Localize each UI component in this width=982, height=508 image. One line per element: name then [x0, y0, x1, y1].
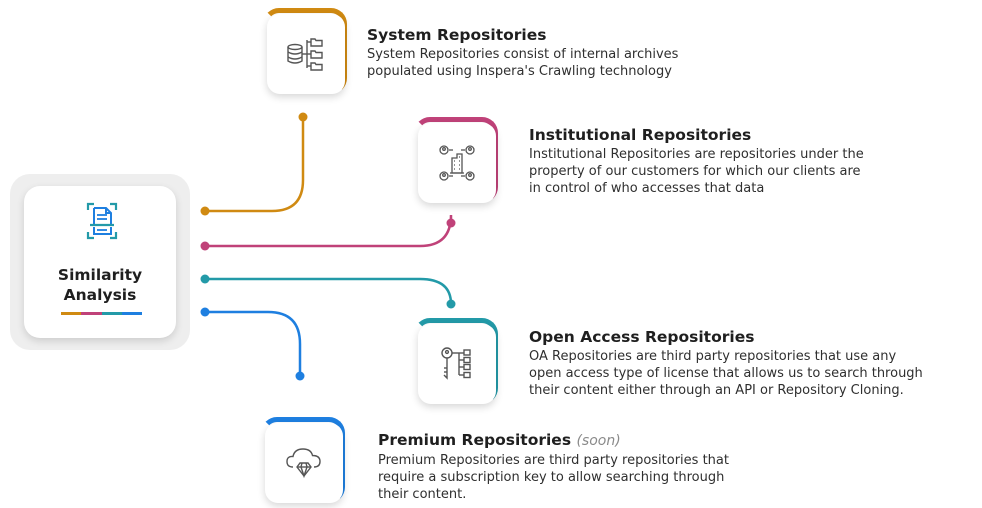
center-underline: [61, 312, 142, 315]
center-title-line1: Similarity: [57, 266, 143, 284]
premium-repositories-box-inner: [265, 423, 343, 503]
system-repositories-box-inner: [267, 14, 345, 94]
dot-premium-start: [200, 307, 210, 317]
system-repositories-title: System Repositories: [367, 26, 547, 44]
premium-repositories-title-row: Premium Repositories (soon): [378, 430, 729, 451]
institutional-repositories-box: [414, 117, 498, 203]
dot-institutional-start: [200, 241, 210, 251]
similarity-analysis-card: Similarity Analysis: [10, 174, 190, 350]
open-access-repositories-description: OA Repositories are third party reposito…: [529, 349, 923, 398]
connector-system: [205, 117, 305, 213]
premium-repositories-description: Premium Repositories are third party rep…: [378, 453, 729, 502]
premium-repositories-text: Premium Repositories (soon) Premium Repo…: [378, 430, 729, 503]
underline-segment-teal: [101, 312, 122, 315]
open-access-repositories-box: [414, 318, 498, 404]
institutional-repositories-description: Institutional Repositories are repositor…: [529, 147, 864, 196]
underline-segment-blue: [121, 312, 142, 315]
system-repositories-description: System Repositories consist of internal …: [367, 47, 679, 79]
institutional-repositories-box-inner: [418, 123, 496, 203]
premium-soon-label: (soon): [576, 433, 621, 449]
similarity-analysis-inner: Similarity Analysis: [24, 186, 176, 338]
premium-repositories-box: [261, 417, 345, 503]
connector-open-access: [205, 277, 453, 305]
connector-institutional: [205, 214, 453, 248]
key-network-icon: [441, 347, 471, 380]
institution-network-icon: [439, 145, 475, 181]
dot-premium-end: [295, 371, 305, 381]
system-repositories-text: System Repositories System Repositories …: [367, 25, 678, 80]
database-folders-icon: [287, 38, 323, 71]
dot-system-start: [200, 206, 210, 216]
open-access-repositories-text: Open Access Repositories OA Repositories…: [529, 327, 923, 399]
open-access-repositories-box-inner: [418, 324, 496, 404]
institutional-repositories-text: Institutional Repositories Institutional…: [529, 125, 864, 197]
dot-institutional-end: [446, 218, 456, 228]
document-scan-icon: [86, 202, 118, 240]
dot-open-access-end: [446, 299, 456, 309]
system-repositories-box: [263, 8, 347, 94]
cloud-diamond-icon: [286, 448, 321, 479]
premium-repositories-title: Premium Repositories: [378, 431, 572, 449]
underline-segment-orange: [61, 312, 82, 315]
institutional-repositories-title: Institutional Repositories: [529, 126, 752, 144]
dot-open-access-start: [200, 274, 210, 284]
connector-premium: [205, 310, 302, 376]
open-access-repositories-title: Open Access Repositories: [529, 328, 755, 346]
dot-system-end: [298, 112, 308, 122]
underline-segment-magenta: [81, 312, 102, 315]
center-title-line2: Analysis: [63, 286, 137, 304]
